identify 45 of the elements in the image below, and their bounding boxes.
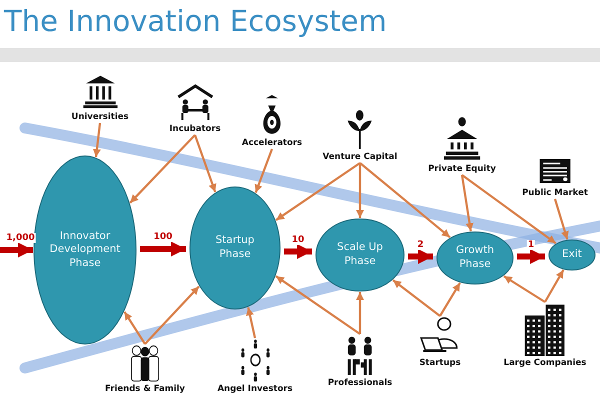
source-label: Public Market — [522, 188, 588, 198]
flow-arrow — [408, 249, 433, 264]
edge-label: 100 — [152, 232, 174, 242]
flow-arrow — [517, 249, 545, 264]
arrow — [554, 198, 569, 240]
arrow — [503, 275, 546, 303]
arrow — [439, 282, 461, 317]
source-label: Friends & Family — [105, 384, 185, 394]
source-label: Large Companies — [504, 358, 586, 368]
phase-label: Exit — [562, 248, 582, 262]
edge-label: 10 — [290, 234, 306, 244]
arrow — [359, 162, 451, 238]
source-label: Angel Investors — [217, 384, 293, 394]
arrow — [124, 311, 146, 345]
phase-label: Scale Up Phase — [336, 241, 384, 269]
source-label: Accelerators — [242, 138, 302, 148]
source-label: Venture Capital — [322, 152, 398, 162]
phase-label: Startup Phase — [214, 234, 256, 262]
arrow — [246, 307, 256, 338]
arrow — [275, 275, 361, 335]
edge-label: 1,000 — [5, 233, 36, 243]
source-label: Startups — [419, 358, 461, 368]
source-label: Private Equity — [428, 164, 496, 174]
arrow — [92, 122, 102, 158]
phase-label: Innovator Development Phase — [48, 230, 122, 270]
arrow — [460, 174, 474, 232]
flow-arrow — [284, 244, 312, 259]
arrow — [356, 292, 364, 334]
source-label: Professionals — [328, 378, 392, 388]
arrow — [275, 162, 361, 221]
arrow — [544, 269, 564, 303]
title: The Innovation Ecosystem — [4, 4, 387, 38]
arrow — [129, 134, 196, 204]
phase-label: Growth Phase — [454, 244, 495, 272]
arrow — [461, 174, 556, 244]
edge-label: 2 — [416, 240, 425, 250]
arrow — [144, 286, 200, 345]
flow-arrow — [0, 242, 33, 258]
source-label: Incubators — [169, 124, 221, 134]
flow-arrow — [140, 242, 186, 256]
arrow — [254, 148, 274, 194]
arrow — [194, 134, 216, 192]
arrow — [392, 279, 441, 317]
arrow — [356, 163, 364, 218]
source-label: Universities — [71, 112, 129, 122]
